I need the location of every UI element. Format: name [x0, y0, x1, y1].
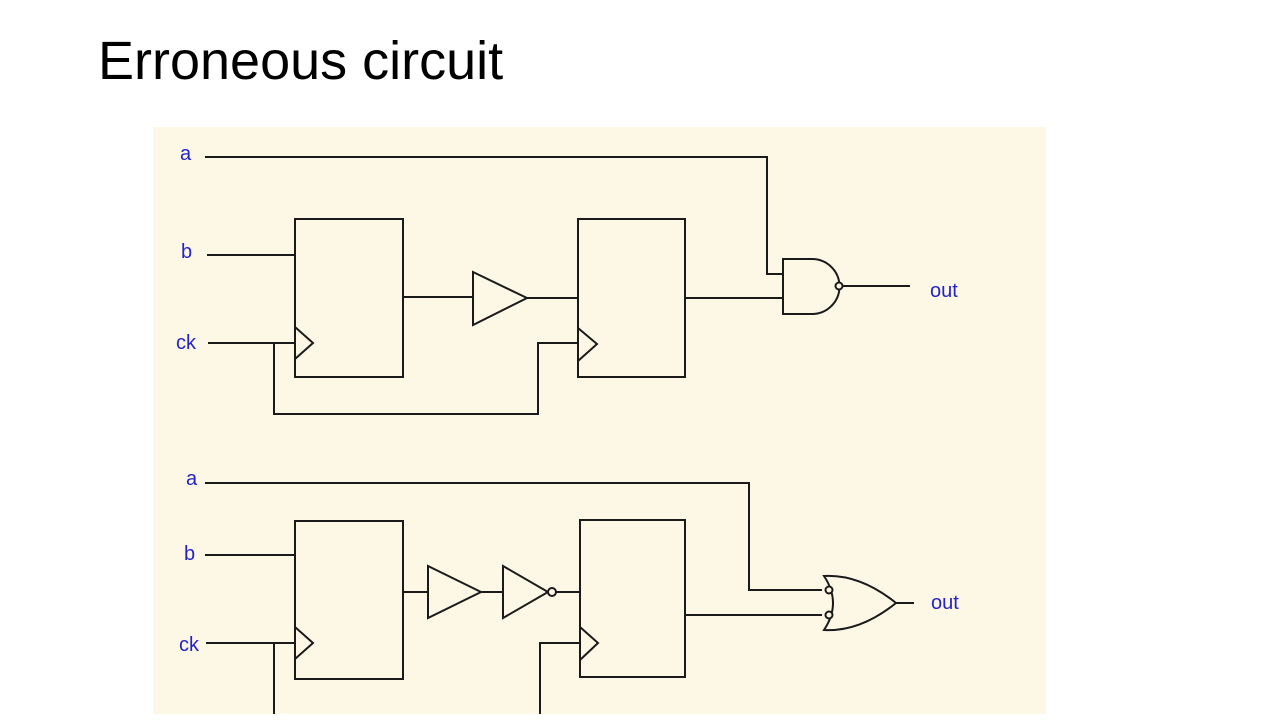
- slide-title: Erroneous circuit: [98, 31, 504, 91]
- bottom-or-bubble-f4: [824, 610, 834, 620]
- top-buffer-gate: [472, 270, 530, 327]
- top-flipflop-f2: [577, 218, 686, 378]
- top-output-label: out: [930, 280, 958, 302]
- bottom-f3-clock-triangle: [294, 626, 315, 660]
- top-wire-a: [205, 156, 783, 275]
- bottom-buffer-gate: [427, 564, 484, 620]
- top-nand-bubble: [834, 281, 844, 291]
- bottom-inverter-bubble: [547, 587, 557, 597]
- top-wire-ck-branch: [273, 342, 578, 415]
- top-input-b-label: b: [181, 241, 192, 263]
- bottom-inverter-gate: [502, 564, 550, 620]
- top-nand-gate: [782, 258, 841, 315]
- top-flipflop-f1: [294, 218, 404, 378]
- top-circuit: a b ck f1 f2 out: [176, 143, 958, 415]
- bottom-wire-a: [205, 482, 822, 591]
- bottom-input-b-label: b: [184, 543, 195, 565]
- bottom-f4-clock-triangle: [579, 626, 600, 661]
- bottom-or-gate: [822, 574, 898, 632]
- top-input-ck-label: ck: [176, 332, 197, 354]
- bottom-wire-ck-f4: [539, 642, 580, 714]
- bottom-input-ck-label: ck: [179, 634, 200, 656]
- bottom-or-bubble-a: [824, 585, 834, 595]
- top-input-a-label: a: [180, 143, 192, 165]
- bottom-circuit: a b ck f3 f4 out: [179, 468, 959, 714]
- top-f2-clock-triangle: [577, 327, 599, 362]
- bottom-output-label: out: [931, 592, 959, 614]
- top-f1-clock-triangle: [294, 326, 315, 360]
- bottom-input-a-label: a: [186, 468, 198, 490]
- bottom-flipflop-f3: [294, 520, 404, 680]
- bottom-flipflop-f4: [579, 519, 686, 678]
